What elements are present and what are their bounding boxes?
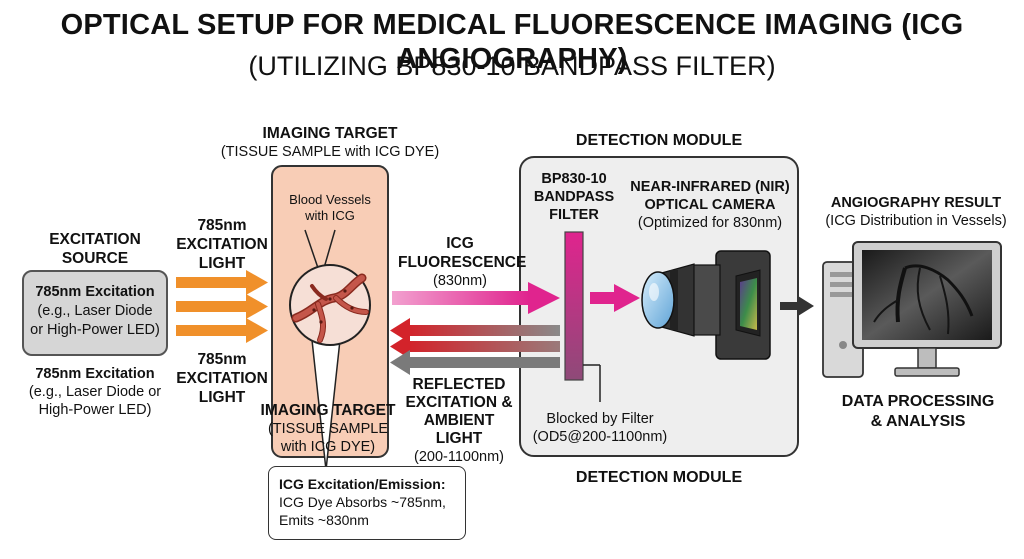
target-label-line: IMAGING TARGET — [262, 125, 398, 142]
source-note: 785nm Excitation (e.g., Laser Diode or H… — [10, 365, 180, 419]
blocked-line: (OD5@200-1100nm) — [532, 429, 668, 445]
source-box-text: 785nm Excitation (e.g., Laser Diode or H… — [22, 283, 168, 340]
page-title: OPTICAL SETUP FOR MEDICAL FLUORESCENCE I… — [60, 9, 964, 75]
reflected-line: (200-1100nm) — [413, 449, 504, 465]
source-box — [22, 270, 168, 356]
processing-label-line: & ANALYSIS — [870, 413, 966, 430]
callout-line: ICG Dye Absorbs ~785nm, — [279, 494, 446, 510]
source-box-line: or High-Power LED) — [30, 322, 160, 338]
blocked-line: Blocked by Filter — [546, 411, 654, 427]
source-heading: EXCITATION SOURCE — [30, 230, 160, 268]
excitation-light-line: LIGHT — [198, 389, 246, 406]
filter-label-line: BANDPASS — [533, 189, 615, 205]
detection-module-title-top: DETECTION MODULE — [575, 132, 743, 149]
source-note-line: 785nm Excitation — [35, 366, 155, 382]
filtered-arrow — [590, 284, 640, 312]
excitation-light-line: 785nm — [197, 217, 247, 234]
callout-line: Emits ~830nm — [279, 512, 369, 528]
camera-label-line: NEAR-INFRARED (NIR) — [630, 179, 790, 195]
fluorescence-line: (830nm) — [433, 273, 487, 289]
source-note-line: (e.g., Laser Diode or — [28, 384, 162, 400]
target-label-line: (TISSUE SAMPLE with ICG DYE) — [220, 144, 440, 160]
monitor — [852, 241, 1002, 377]
source-box-line: 785nm Excitation — [35, 284, 155, 300]
source-heading-line: EXCITATION — [49, 231, 141, 248]
vessel-label: Blood Vessels with ICG — [274, 192, 386, 224]
processing-label: DATA PROCESSING & ANALYSIS — [820, 392, 1016, 432]
camera-label: NEAR-INFRARED (NIR) OPTICAL CAMERA (Opti… — [624, 178, 796, 232]
reflected-line: AMBIENT LIGHT — [423, 412, 495, 447]
excitation-light-line: LIGHT — [198, 255, 246, 272]
callout-line: ICG Excitation/Emission: — [279, 476, 446, 492]
reflected-line: EXCITATION & — [405, 394, 513, 411]
icg-callout-box: ICG Excitation/Emission: ICG Dye Absorbs… — [268, 466, 466, 540]
target-label-top: IMAGING TARGET (TISSUE SAMPLE with ICG D… — [210, 125, 450, 161]
filter-label-line: FILTER — [549, 207, 599, 223]
camera-label-line: (Optimized for 830nm) — [637, 215, 783, 231]
bandpass-filter — [564, 231, 584, 381]
fluorescence-label: ICG FLUORESCENCE (830nm) — [398, 234, 527, 291]
fluorescence-line: FLUORESCENCE — [398, 254, 527, 271]
result-label-line: (ICG Distribution in Vessels) — [825, 213, 1007, 229]
fluorescence-arrow — [392, 282, 560, 314]
result-label-line: ANGIOGRAPHY RESULT — [830, 195, 1002, 211]
vessel-magnifier — [289, 264, 371, 346]
reflected-label: REFLECTED EXCITATION & AMBIENT LIGHT (20… — [400, 376, 518, 466]
target-label-bottom: IMAGING TARGET (TISSUE SAMPLE with ICG D… — [248, 402, 408, 456]
vessel-label-line: with ICG — [305, 208, 355, 223]
excitation-light-label-top: 785nm EXCITATION LIGHT — [170, 216, 274, 273]
excitation-arrows — [176, 270, 268, 343]
reflected-line: REFLECTED — [412, 376, 506, 393]
filter-label: BP830-10 BANDPASS FILTER — [526, 170, 622, 224]
source-note-line: High-Power LED) — [38, 402, 152, 418]
result-label: ANGIOGRAPHY RESULT (ICG Distribution in … — [814, 194, 1018, 230]
nir-camera — [641, 250, 771, 360]
excitation-light-line: 785nm — [197, 351, 247, 368]
page-subtitle: (UTILIZING BP830-10 BANDPASS FILTER) — [248, 51, 776, 81]
blocked-label: Blocked by Filter (OD5@200-1100nm) — [530, 410, 670, 446]
source-box-line: (e.g., Laser Diode — [37, 303, 153, 319]
detection-module-title-bottom: DETECTION MODULE — [575, 469, 743, 486]
fluorescence-line: ICG — [446, 235, 474, 252]
target-label-line: with ICG DYE) — [280, 439, 376, 455]
reflected-arrows — [390, 318, 560, 375]
excitation-light-line: EXCITATION — [176, 370, 268, 387]
target-label-line: IMAGING TARGET — [260, 402, 396, 419]
output-arrow — [780, 296, 814, 316]
processing-label-line: DATA PROCESSING — [841, 393, 995, 410]
excitation-light-line: EXCITATION — [176, 236, 268, 253]
excitation-light-label-bottom: 785nm EXCITATION LIGHT — [170, 350, 274, 407]
source-heading-line: SOURCE — [61, 250, 129, 267]
vessel-label-line: Blood Vessels — [289, 192, 371, 207]
target-label-line: (TISSUE SAMPLE — [267, 421, 389, 437]
filter-label-line: BP830-10 — [541, 171, 607, 187]
camera-label-line: OPTICAL CAMERA — [644, 197, 776, 213]
